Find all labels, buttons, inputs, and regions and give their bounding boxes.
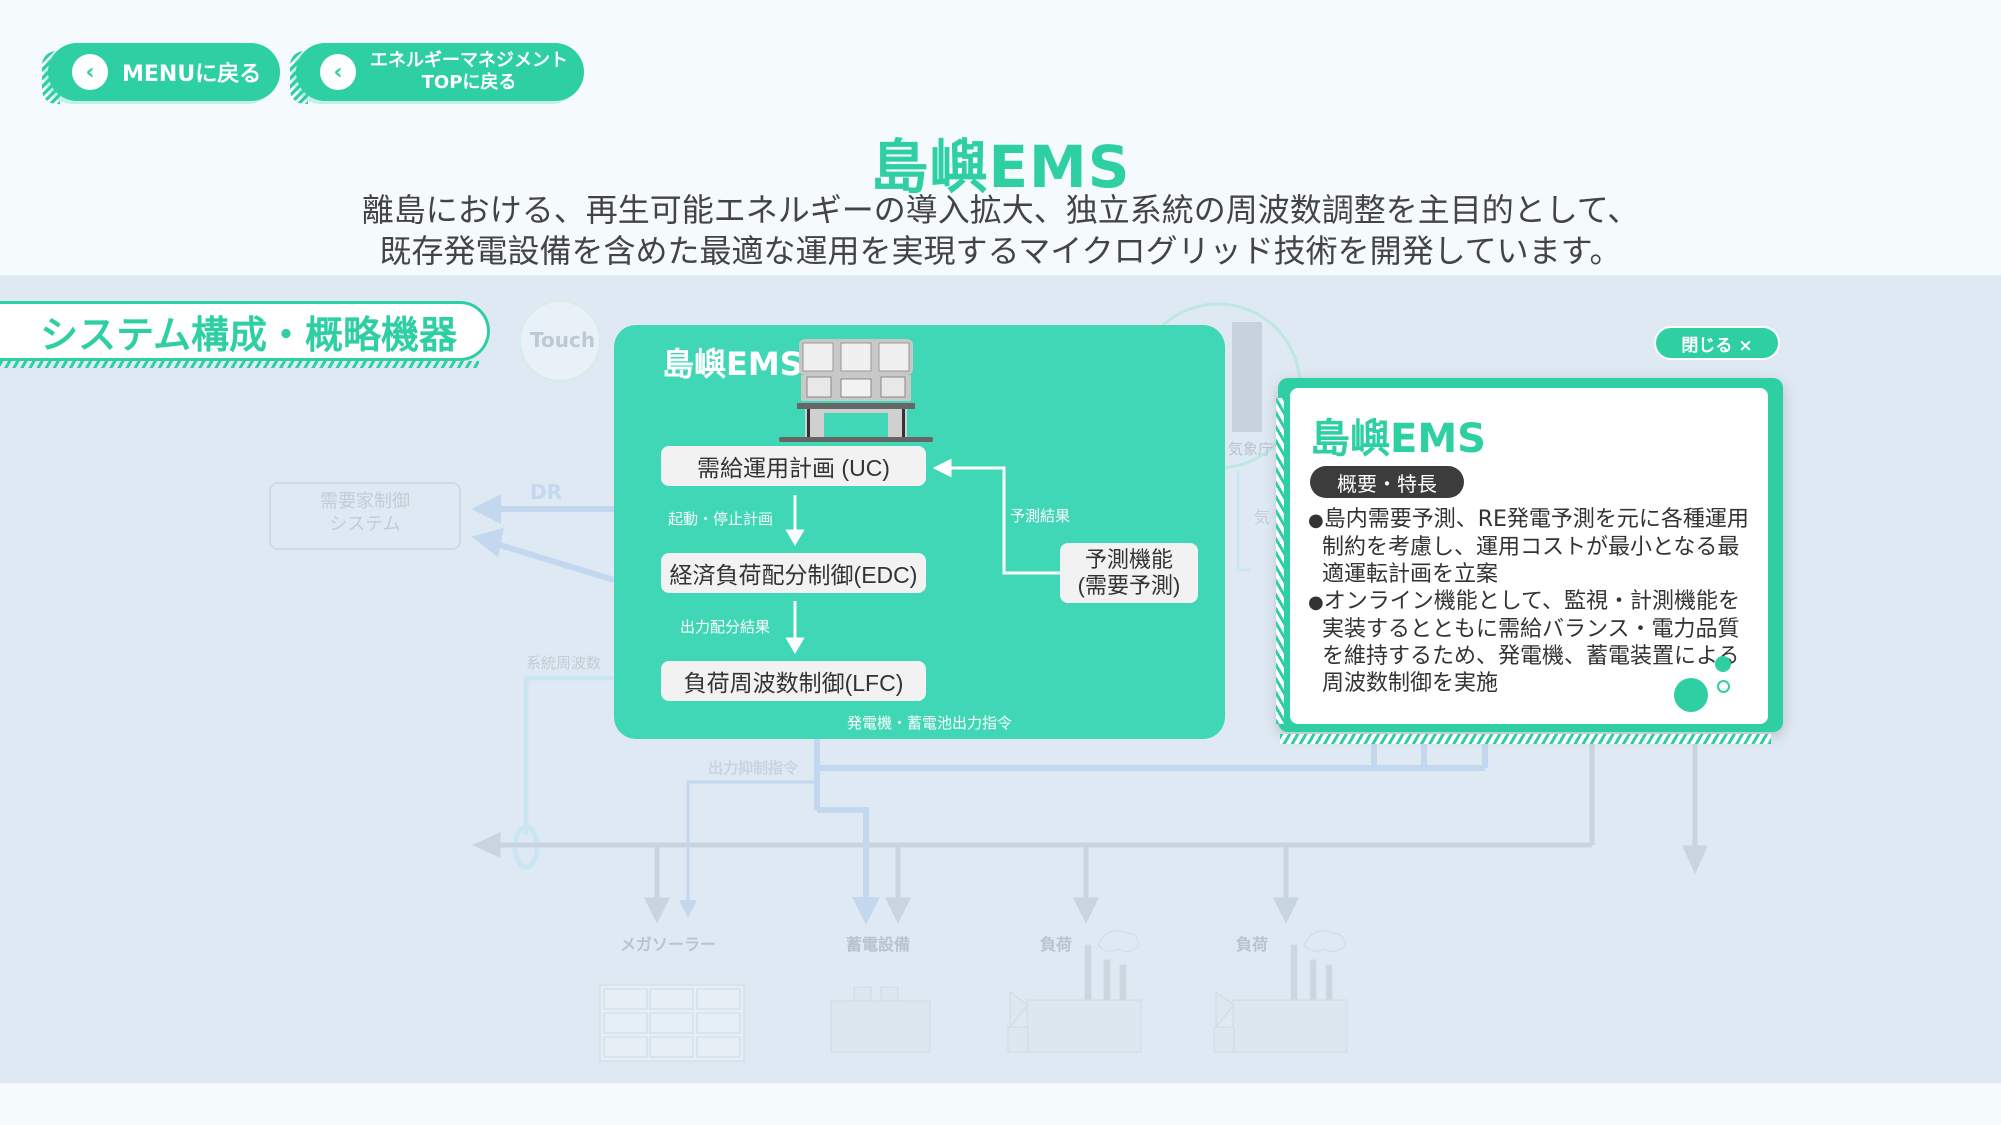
arrow-down-icon xyxy=(785,637,805,654)
gen-command-label: 発電機・蓄電池出力指令 xyxy=(846,714,1012,732)
arrow-icon xyxy=(884,897,912,924)
overview-tag: 概要・特長 xyxy=(1310,466,1464,498)
factory-icon xyxy=(1213,930,1348,1053)
arrow-icon xyxy=(471,832,501,858)
arrow-icon xyxy=(471,527,504,558)
top-back-label: エネルギーマネジメント TOPに戻る xyxy=(370,50,568,94)
arrow-left-icon xyxy=(932,458,952,478)
dr-arrow-icon xyxy=(471,494,501,524)
edc-box[interactable]: 経済負荷配分制御(EDC) xyxy=(661,553,926,593)
ems-panel-title: 島嶼EMS xyxy=(662,345,803,383)
building-icon xyxy=(1232,322,1262,432)
stripe-decoration xyxy=(1280,734,1771,744)
feature-item: 島内需要予測、RE発電予測を元に各種運用制約を考慮し、運用コストが最小となる最適… xyxy=(1308,506,1758,588)
dot-decoration xyxy=(1715,656,1731,672)
top-back-label-line1: エネルギーマネジメント xyxy=(370,50,568,71)
description-line-1: 離島における、再生可能エネルギーの導入拡大、独立系統の周波数調整を主目的として、 xyxy=(361,191,1640,229)
forecast-result-label: 予測結果 xyxy=(1010,507,1071,525)
uc-box[interactable]: 需給運用計画 (UC) xyxy=(661,446,926,486)
arrow-icon xyxy=(1272,897,1300,924)
factory-icon xyxy=(1007,930,1142,1053)
arrow-icon xyxy=(1072,897,1100,924)
weather-partial-label: 気 xyxy=(1254,508,1271,527)
menu-back-button[interactable]: ‹ MENUに戻る xyxy=(42,43,280,104)
flow-arrows xyxy=(785,458,1060,654)
description-line-2: 既存発電設備を含めた最適な運用を実現するマイクログリッド技術を開発しています。 xyxy=(379,232,1622,270)
feature-list: 島内需要予測、RE発電予測を元に各種運用制約を考慮し、運用コストが最小となる最適… xyxy=(1308,506,1758,697)
arrow-icon xyxy=(1682,845,1708,875)
touch-indicator-icon xyxy=(519,300,601,382)
top-back-label-line2: TOPに戻る xyxy=(421,72,517,93)
equipment-label: 負荷 xyxy=(1040,935,1073,954)
demand-control-box xyxy=(269,482,461,550)
feature-item: オンライン機能として、監視・計測機能を実装するとともに需給バランス・電力品質を維… xyxy=(1308,588,1758,697)
page-description: 離島における、再生可能エネルギーの導入拡大、独立系統の周波数調整を主目的として、… xyxy=(0,190,2001,272)
equipment-label: メガソーラー xyxy=(620,935,717,954)
control-console-icon xyxy=(779,339,933,442)
equipment-label: 蓄電設備 xyxy=(846,935,911,954)
arrow-down-icon xyxy=(785,529,805,546)
dr-label: DR xyxy=(530,480,563,504)
lfc-box[interactable]: 負荷周波数制御(LFC) xyxy=(661,661,926,701)
touch-label: Touch xyxy=(530,328,596,352)
info-card-title: 島嶼EMS xyxy=(1310,416,1486,462)
forecast-line-2: (需要予測) xyxy=(1077,573,1181,598)
demand-control-line-1: 需要家制御 xyxy=(320,491,410,512)
arrow-icon xyxy=(852,897,880,925)
arrow-icon xyxy=(643,897,671,924)
close-button[interactable]: 閉じる × xyxy=(1654,326,1780,360)
ring-decoration xyxy=(1717,680,1730,693)
chevron-left-icon: ‹ xyxy=(72,54,108,90)
output-suppress-label: 出力抑制指令 xyxy=(708,759,799,777)
menu-back-label: MENUに戻る xyxy=(122,62,262,87)
page-title: 島嶼EMS xyxy=(870,133,1131,201)
demand-control-line-2: システム xyxy=(329,514,401,535)
output-dist-label: 出力配分結果 xyxy=(680,618,771,636)
system-frequency-label: 系統周波数 xyxy=(526,654,602,672)
ems-panel[interactable]: 島嶼EMS 需給運用計画 (UC) 経済負荷配分制御(EDC) 負荷周波数制御(… xyxy=(614,325,1225,739)
info-card-body: 島嶼EMS 概要・特長 島内需要予測、RE発電予測を元に各種運用制約を考慮し、運… xyxy=(1290,388,1768,724)
section-title: システム構成・概略機器 xyxy=(0,301,490,368)
start-stop-label: 起動・停止計画 xyxy=(668,510,774,528)
equipment-label: 負荷 xyxy=(1236,935,1269,954)
energy-management-top-back-button[interactable]: ‹ エネルギーマネジメント TOPに戻る xyxy=(290,43,584,104)
weather-agency-label: 気象庁 xyxy=(1228,440,1274,458)
dot-decoration xyxy=(1674,678,1708,712)
solar-panel-icon xyxy=(599,984,745,1062)
info-card: 島嶼EMS 概要・特長 島内需要予測、RE発電予測を元に各種運用制約を考慮し、運… xyxy=(1276,378,1783,744)
demand-control-label: 需要家制御 システム xyxy=(270,490,460,536)
forecast-line-1: 予測機能 xyxy=(1084,547,1173,572)
forecast-box[interactable]: 予測機能 (需要予測) xyxy=(1060,543,1198,603)
arrow-icon xyxy=(679,900,697,918)
battery-icon xyxy=(830,986,931,1053)
chevron-left-icon: ‹ xyxy=(320,54,356,90)
stripe-decoration xyxy=(1276,398,1284,724)
